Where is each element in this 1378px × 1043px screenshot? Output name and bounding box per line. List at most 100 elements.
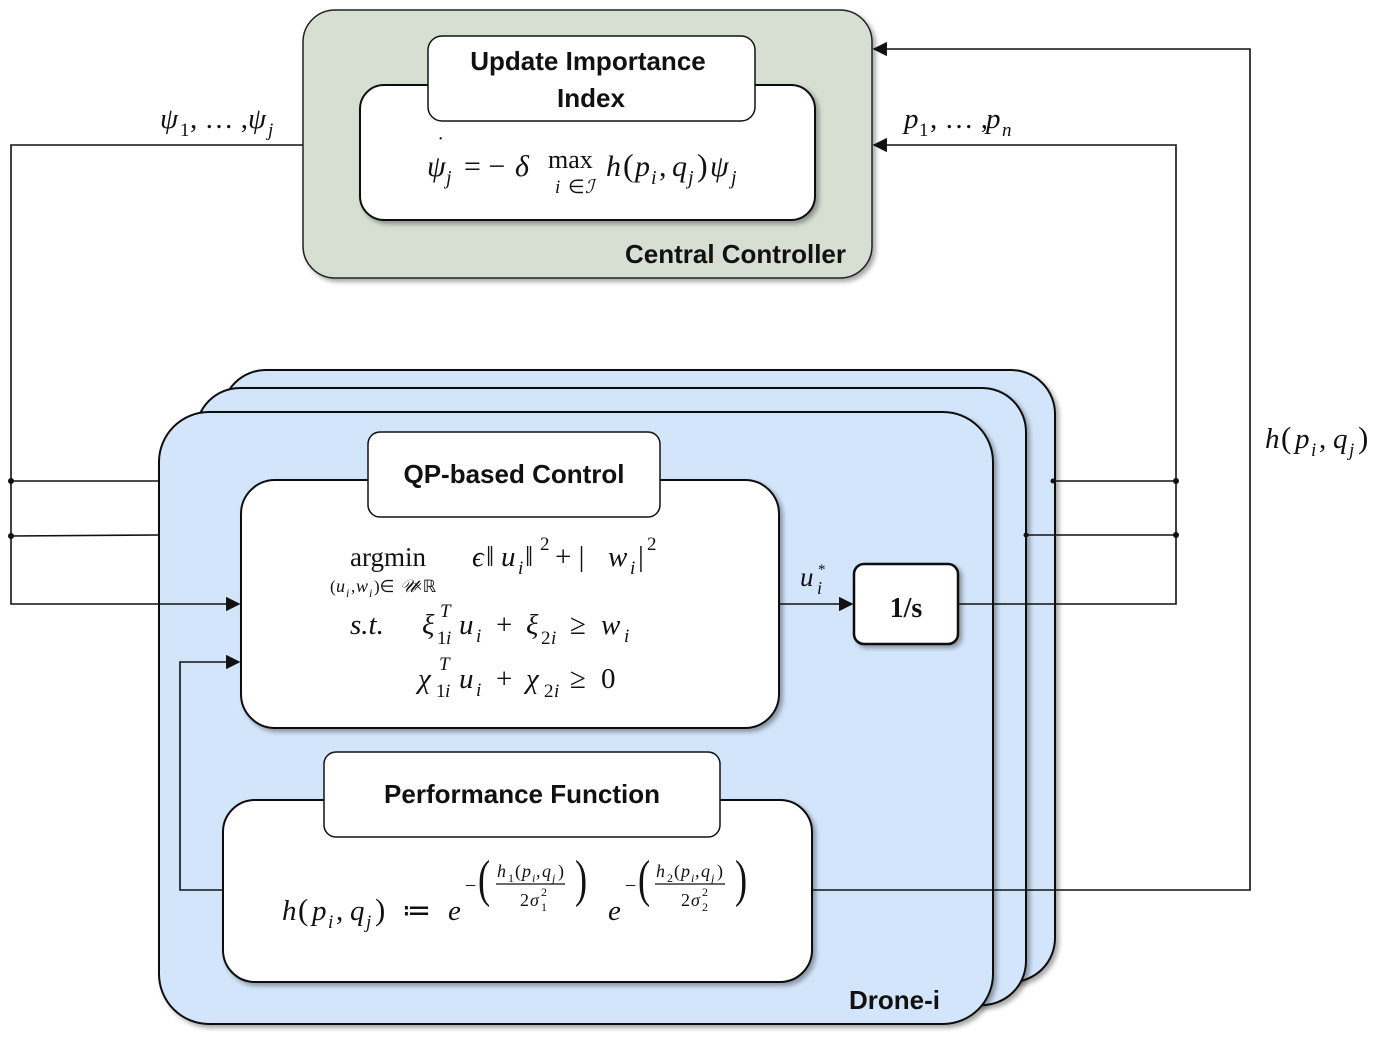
svg-text:(: ( — [1281, 420, 1291, 455]
svg-text:): ) — [697, 147, 708, 183]
svg-text:2: 2 — [647, 534, 657, 555]
svg-text:|: | — [638, 541, 644, 573]
svg-text:e: e — [608, 895, 621, 927]
svg-text:i: i — [518, 558, 523, 579]
svg-text:T: T — [440, 601, 452, 622]
svg-text:,: , — [351, 577, 355, 596]
svg-text:q: q — [350, 895, 365, 927]
svg-text:e: e — [448, 895, 461, 927]
svg-text:+: + — [496, 663, 512, 695]
svg-text:max: max — [548, 145, 593, 174]
h-signal-label: h ( p i , q j ) — [1265, 420, 1368, 461]
svg-text:= −: = − — [464, 150, 505, 183]
svg-text:≥: ≥ — [570, 663, 586, 695]
svg-text:,: , — [659, 150, 667, 183]
svg-text:*: * — [818, 562, 826, 578]
svg-text:(: ( — [330, 577, 336, 596]
performance-title-box — [323, 751, 721, 838]
svg-text:q: q — [1333, 423, 1348, 455]
svg-text:1: 1 — [919, 120, 929, 141]
svg-text:2: 2 — [540, 534, 550, 555]
svg-text:p: p — [902, 103, 919, 135]
svg-text:χ: χ — [523, 663, 540, 695]
integrator-label: 1/s — [890, 593, 923, 624]
svg-text:2: 2 — [541, 628, 551, 649]
svg-text:−: − — [465, 875, 476, 897]
svg-text:1: 1 — [541, 900, 547, 914]
svg-text:i: i — [328, 912, 333, 933]
svg-text:2: 2 — [544, 681, 554, 702]
svg-text:q: q — [542, 861, 551, 881]
svg-text:q: q — [701, 861, 710, 881]
svg-text:): ) — [717, 861, 723, 882]
svg-text:(: ( — [478, 850, 490, 908]
qp-title-box — [367, 431, 661, 518]
svg-text:,: , — [1319, 423, 1326, 455]
svg-text:j: j — [685, 167, 694, 189]
svg-text:p: p — [679, 861, 690, 881]
psi-feedback-line — [10, 144, 303, 612]
svg-text:i: i — [369, 586, 372, 600]
svg-text:i: i — [555, 177, 560, 198]
svg-text:w: w — [356, 576, 368, 596]
svg-text:δ: δ — [515, 150, 530, 183]
update-importance-title-line2: Index — [557, 83, 625, 113]
connections — [10, 41, 1251, 891]
svg-text:)∈: )∈ — [374, 577, 394, 596]
svg-text:1: 1 — [436, 681, 446, 702]
svg-text:i: i — [624, 626, 629, 647]
svg-text:p: p — [984, 103, 1001, 135]
svg-text:,: , — [695, 861, 700, 881]
svg-text:σ: σ — [691, 890, 701, 910]
svg-text:argmin: argmin — [350, 542, 426, 572]
svg-text:i: i — [691, 871, 694, 885]
svg-text:i: i — [346, 586, 349, 600]
svg-text:‖: ‖ — [525, 541, 533, 573]
svg-text:σ: σ — [530, 890, 540, 910]
svg-text:j: j — [728, 167, 737, 189]
svg-text:u: u — [459, 663, 474, 695]
svg-text:2: 2 — [520, 890, 529, 910]
svg-text:T: T — [439, 654, 451, 675]
svg-text:i: i — [554, 681, 559, 702]
update-importance-title-box — [427, 35, 756, 122]
svg-text:p: p — [1293, 423, 1310, 455]
svg-text:ψ: ψ — [160, 103, 179, 135]
svg-text:): ) — [575, 850, 587, 908]
drone-title: Drone-i — [849, 985, 940, 1015]
svg-text:): ) — [375, 892, 385, 927]
qp-equation: argmin ( u i , w i )∈ 𝒰 ×ℝ ϵ ‖ u i ‖ 2 +… — [330, 534, 657, 702]
svg-text:ψ: ψ — [710, 150, 730, 183]
central-controller-title: Central Controller — [625, 239, 846, 269]
svg-text:h: h — [606, 150, 621, 183]
svg-text:ϵ: ϵ — [472, 541, 485, 573]
svg-text:n: n — [1002, 120, 1012, 141]
u-star-label: u i * — [800, 562, 826, 598]
svg-text:𝒰: 𝒰 — [400, 576, 421, 596]
svg-text:j: j — [443, 167, 452, 189]
svg-text:h: h — [1265, 423, 1280, 455]
svg-text:2: 2 — [667, 871, 673, 885]
svg-text:s.t.: s.t. — [350, 609, 384, 641]
svg-text:‖: ‖ — [486, 541, 494, 573]
svg-text:i: i — [1311, 440, 1316, 461]
svg-text:−: − — [625, 875, 636, 897]
svg-text:w: w — [601, 609, 621, 641]
svg-text:p: p — [520, 861, 531, 881]
svg-text:u: u — [336, 576, 345, 596]
svg-text:p: p — [310, 895, 327, 927]
svg-text:(: ( — [298, 892, 308, 927]
svg-text:χ: χ — [415, 663, 432, 695]
svg-text:i: i — [476, 626, 481, 647]
svg-text:): ) — [558, 861, 564, 882]
svg-text:w: w — [608, 541, 628, 573]
junction-dots — [8, 478, 1179, 539]
svg-text:2: 2 — [681, 890, 690, 910]
svg-text:+ |: + | — [555, 541, 584, 573]
svg-text:1: 1 — [437, 628, 447, 649]
psi-signal-label: ψ 1 , … , ψ j — [160, 103, 273, 141]
svg-text:ψ: ψ — [248, 103, 267, 135]
importance-equation: ψ ˙ j = − δ max i ∈ ℐ h ( p i , q j ) ψ … — [427, 132, 737, 198]
svg-text:u: u — [459, 609, 474, 641]
